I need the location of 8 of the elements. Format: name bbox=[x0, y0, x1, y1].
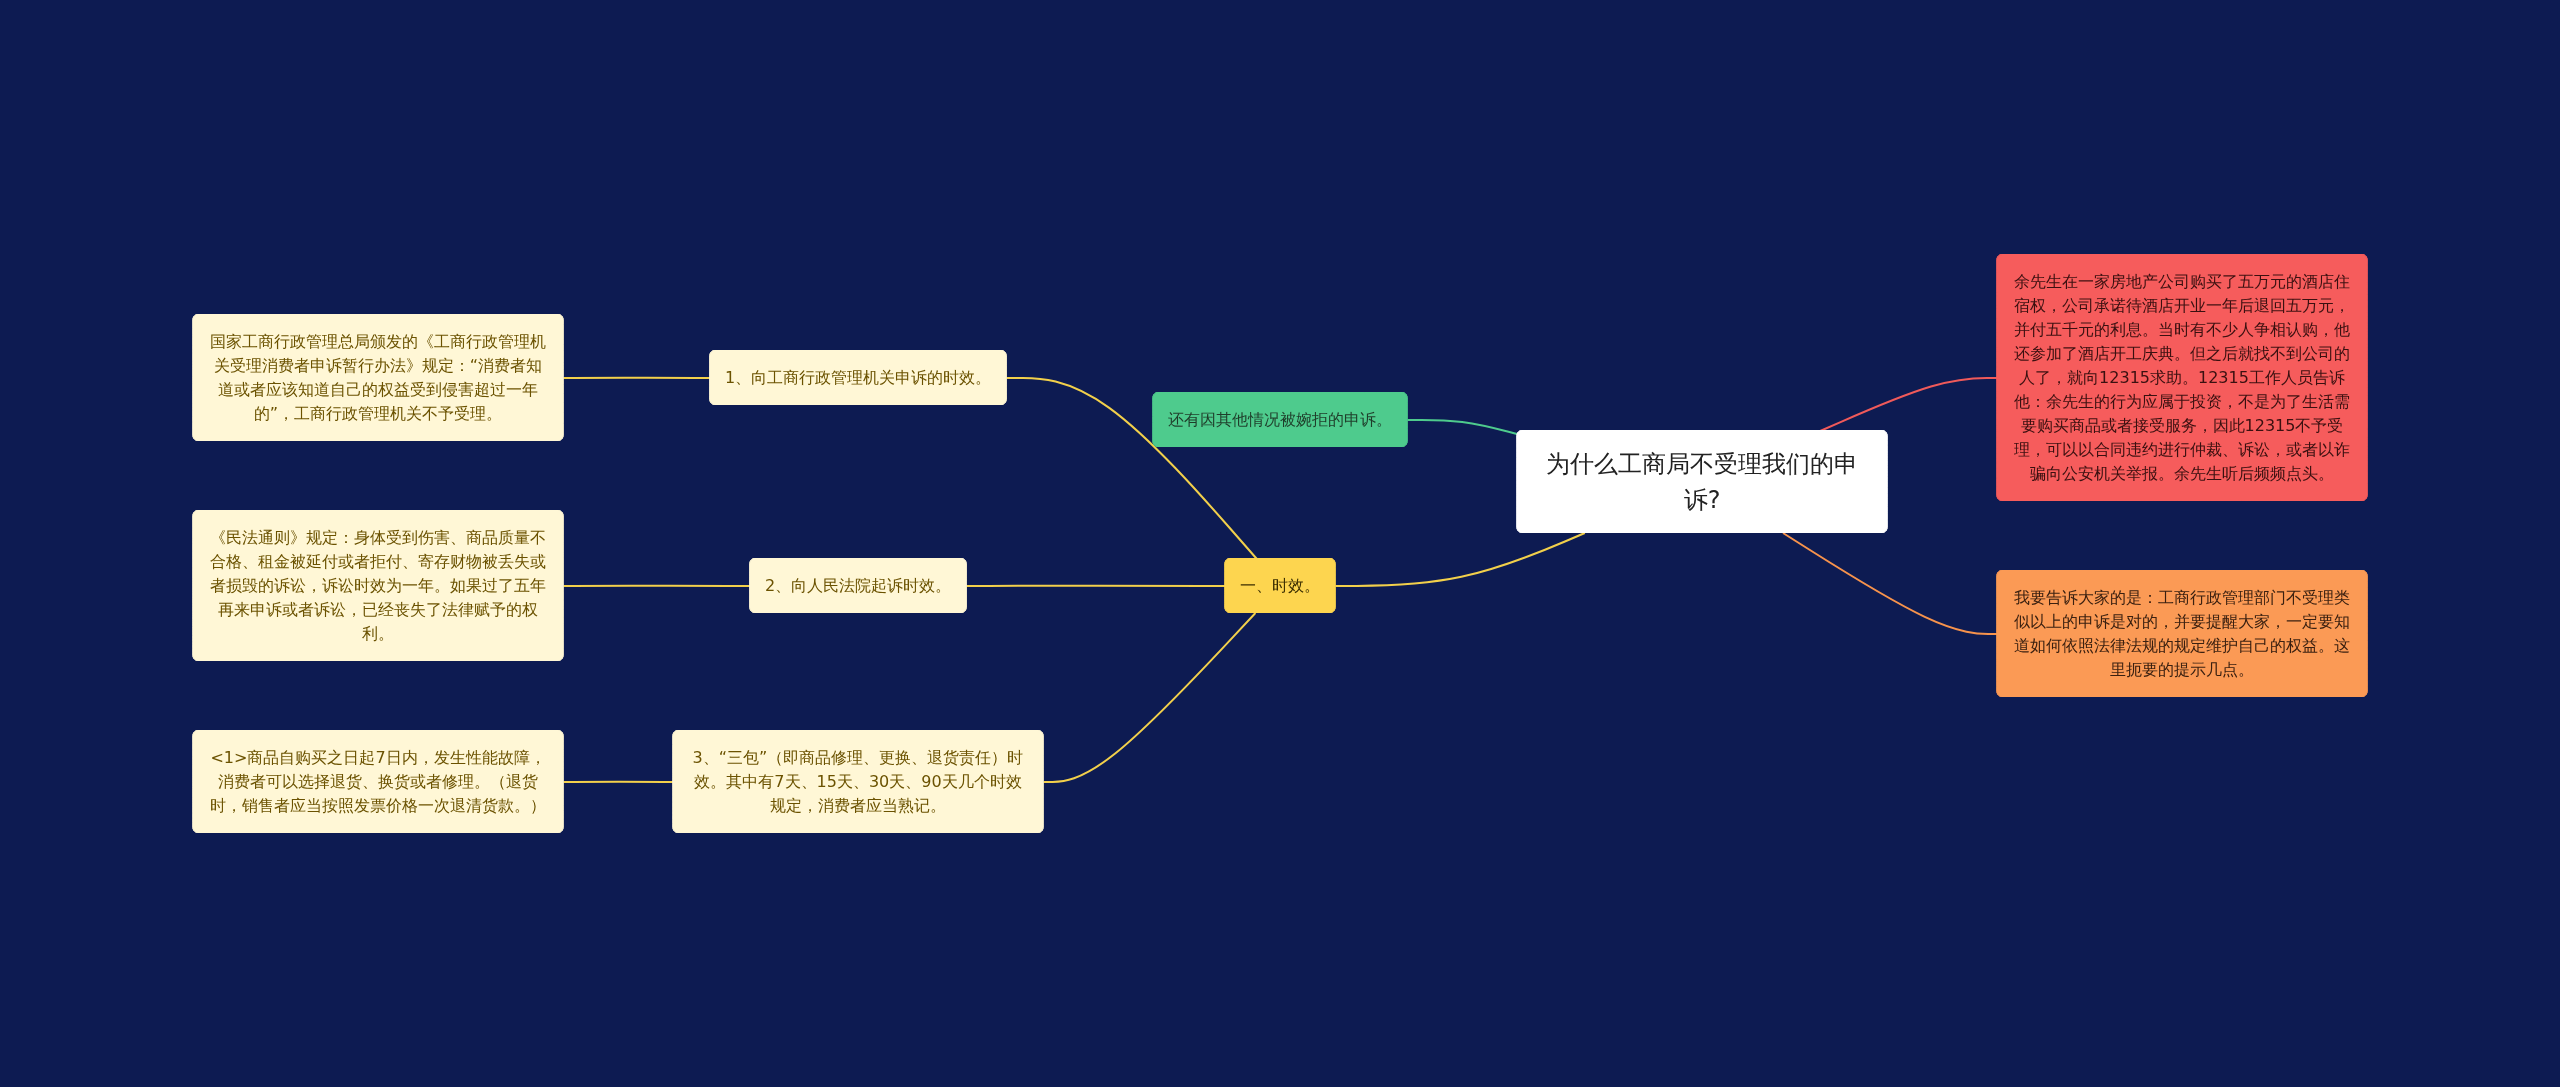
connector bbox=[1005, 376, 1258, 560]
connector bbox=[1782, 532, 1999, 635]
connector bbox=[1334, 532, 1586, 587]
connector bbox=[562, 780, 675, 783]
connector bbox=[1819, 376, 1999, 432]
connector bbox=[1406, 418, 1519, 436]
connector bbox=[965, 584, 1227, 587]
connector bbox=[1042, 612, 1257, 783]
